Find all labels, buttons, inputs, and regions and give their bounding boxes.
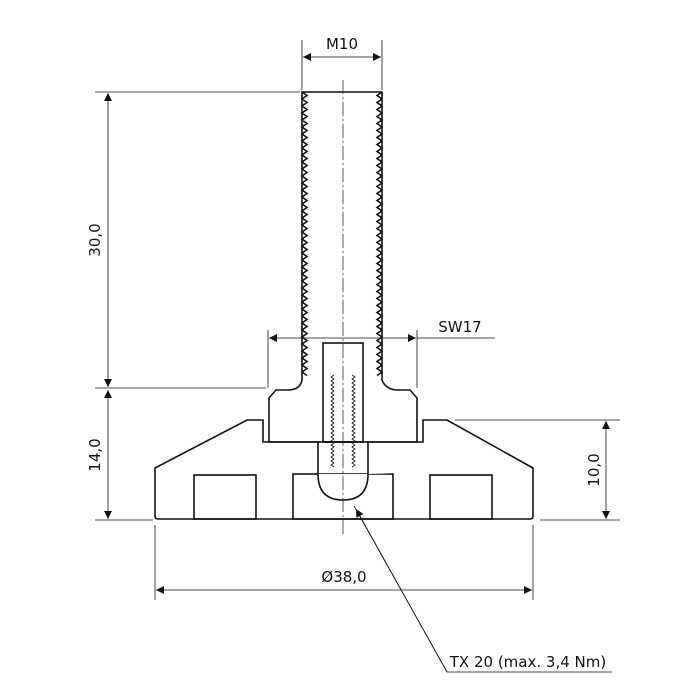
base-height-label: 10,0 [585,453,603,486]
wrench-size-label: SW17 [438,318,481,336]
base-section [154,419,534,520]
total-base-height-label: 14,0 [86,438,104,471]
stud-length-label: 30,0 [86,223,104,256]
thread-label: M10 [326,35,358,53]
drive-label: TX 20 (max. 3,4 Nm) [449,653,606,671]
dimension-lines [95,40,620,673]
base-pocket-right [429,474,493,520]
base-pocket-left [193,474,257,520]
threaded-stud [268,91,418,443]
base-diameter-label: Ø38,0 [321,568,366,586]
